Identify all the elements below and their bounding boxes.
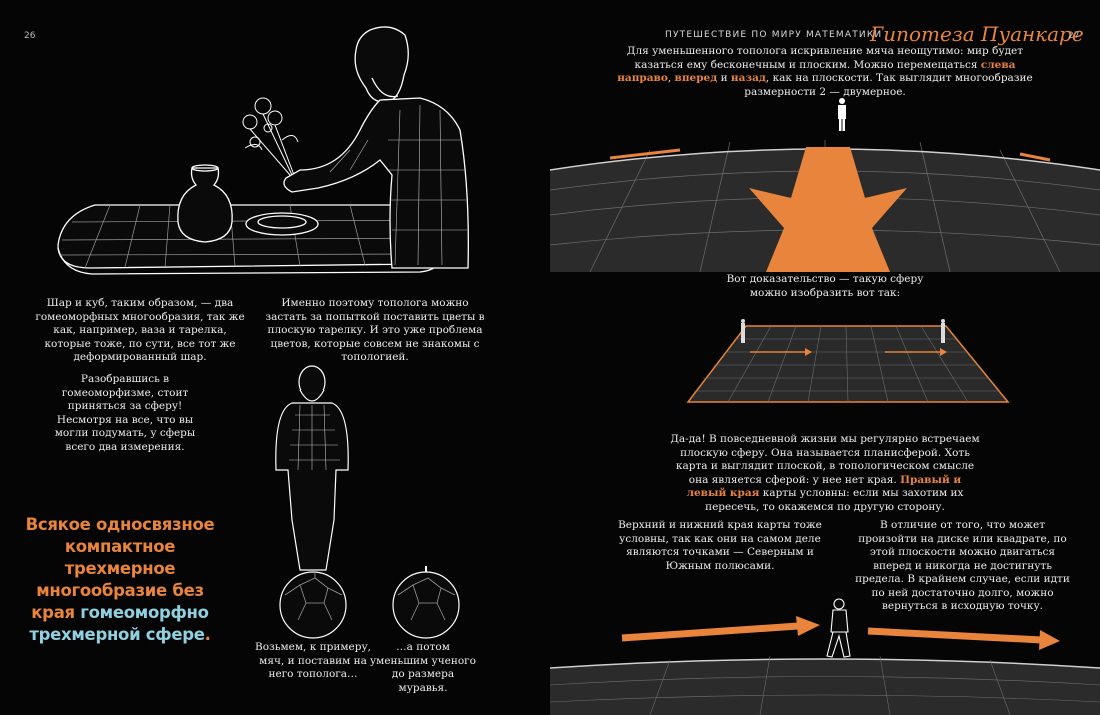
text-planisphere: Да-да! В повседневной жизни мы регулярно…: [670, 433, 980, 514]
walking-topologist-illustration: [549, 598, 1100, 715]
planisphere-h1: Правый: [900, 473, 950, 486]
caption-shrink: …а потом уменьшим ученого до размера мур…: [369, 641, 476, 694]
proof-caption: Вот доказательство — такую сферу можно и…: [726, 273, 924, 299]
planisphere-a: Да-да! В повседневной жизни мы регулярно…: [670, 433, 980, 486]
left-page: 26: [20, 26, 485, 694]
text-flowers: Именно поэтому тополога можно застать за…: [265, 297, 485, 363]
intro-b: ,: [667, 72, 675, 84]
conjecture-part1: Всякое односвязное компактное трехмерное…: [25, 515, 215, 622]
series-title: ПУТЕШЕСТВИЕ ПО МИРУ МАТЕМАТИКИ: [665, 30, 883, 40]
right-page: ПУТЕШЕСТВИЕ ПО МИРУ МАТЕМАТИКИ Гипотеза …: [549, 0, 1100, 715]
text-sphere-intro: Разобравшись в гомеоморфизме, стоит прин…: [54, 373, 196, 453]
page-number-right: 27: [1068, 31, 1080, 41]
table-scene-illustration: [57, 26, 469, 275]
topologist-on-ball-illustration: [275, 365, 460, 639]
intro-h2: вперед: [674, 72, 718, 84]
planisphere-c: карты условны: если мы захотим их пересе…: [705, 487, 964, 513]
page-number-left: 26: [24, 31, 36, 41]
planisphere-h2: левый края: [686, 487, 760, 499]
intro-h1: слева направо: [617, 58, 1016, 85]
planisphere-b: и: [949, 473, 962, 486]
intro-c: и: [717, 72, 731, 84]
conjecture-part2: гомеоморфно трехмерной сфере: [29, 603, 209, 644]
poincare-conjecture-statement: Всякое односвязное компактное трехмерное…: [20, 514, 220, 646]
caption-ball: Возьмем, к примеру, мяч, и поставим на н…: [255, 641, 371, 680]
book-title: Гипотеза Пуанкаре: [870, 22, 1084, 46]
text-homeomorphism: Шар и куб, таким образом, — два гомеомор…: [35, 297, 245, 363]
text-intro: Для уменьшенного тополога искривление мя…: [610, 45, 1040, 99]
intro-a: Для уменьшенного тополога искривление мя…: [626, 45, 1024, 71]
conjecture-end: .: [204, 625, 211, 644]
text-disk: В отличие от того, что может произойти н…: [855, 519, 1070, 612]
text-poles: Верхний и нижний края карты тоже условны…: [618, 519, 822, 572]
intro-d: , как на плоскости. Так выглядит многооб…: [744, 72, 1033, 98]
curved-ground-arrow-illustration: [549, 98, 1100, 273]
intro-h3: назад: [730, 72, 766, 84]
planisphere-illustration: [686, 319, 1010, 403]
